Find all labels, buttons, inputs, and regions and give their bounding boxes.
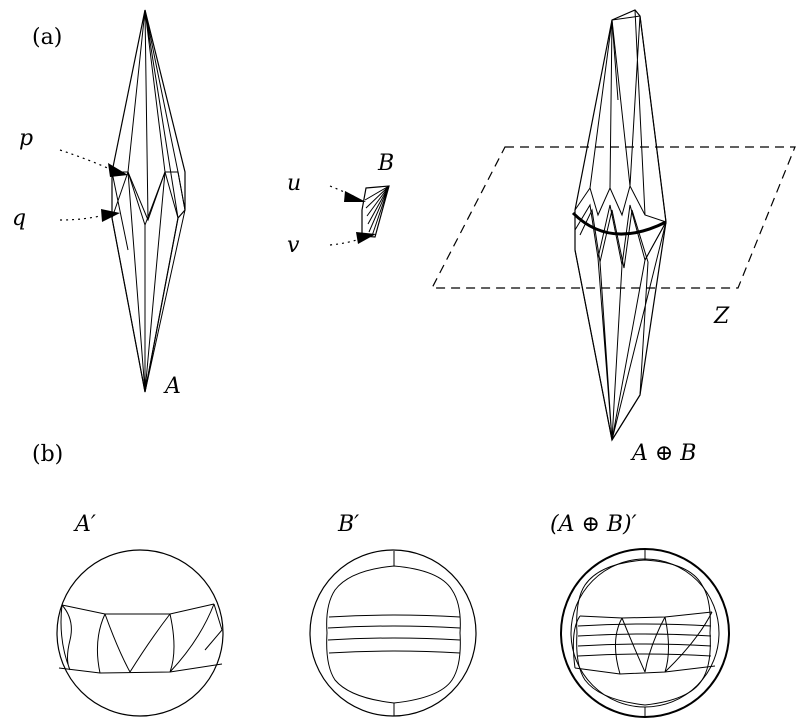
label-a-plus-b-prime: (A ⊕ B)′: [550, 512, 637, 537]
gauss-map-b-prime: [309, 549, 477, 717]
panel-a-label: (a): [32, 25, 62, 50]
polytope-a: [111, 9, 186, 393]
intersection-curve: [571, 211, 667, 236]
arrow-v: [329, 232, 376, 246]
label-u: u: [287, 171, 301, 196]
polytope-b: [361, 185, 390, 238]
plane-z: [431, 146, 796, 289]
label-z: Z: [713, 304, 730, 329]
label-p: p: [19, 126, 33, 151]
label-v: v: [287, 233, 300, 258]
gauss-map-a-plus-b-prime: [560, 548, 730, 718]
arrow-q: [59, 209, 120, 222]
panel-b-label: (b): [32, 442, 63, 467]
label-b: B: [377, 151, 394, 176]
label-a-prime: A′: [73, 512, 96, 537]
gauss-map-a-prime: [56, 549, 224, 717]
label-b-prime: B′: [337, 512, 359, 537]
arrow-p: [59, 149, 128, 177]
label-a-plus-b: A ⊕ B: [630, 441, 696, 466]
label-a: A: [163, 374, 181, 399]
arrow-u: [329, 185, 366, 202]
label-q: q: [12, 206, 26, 231]
